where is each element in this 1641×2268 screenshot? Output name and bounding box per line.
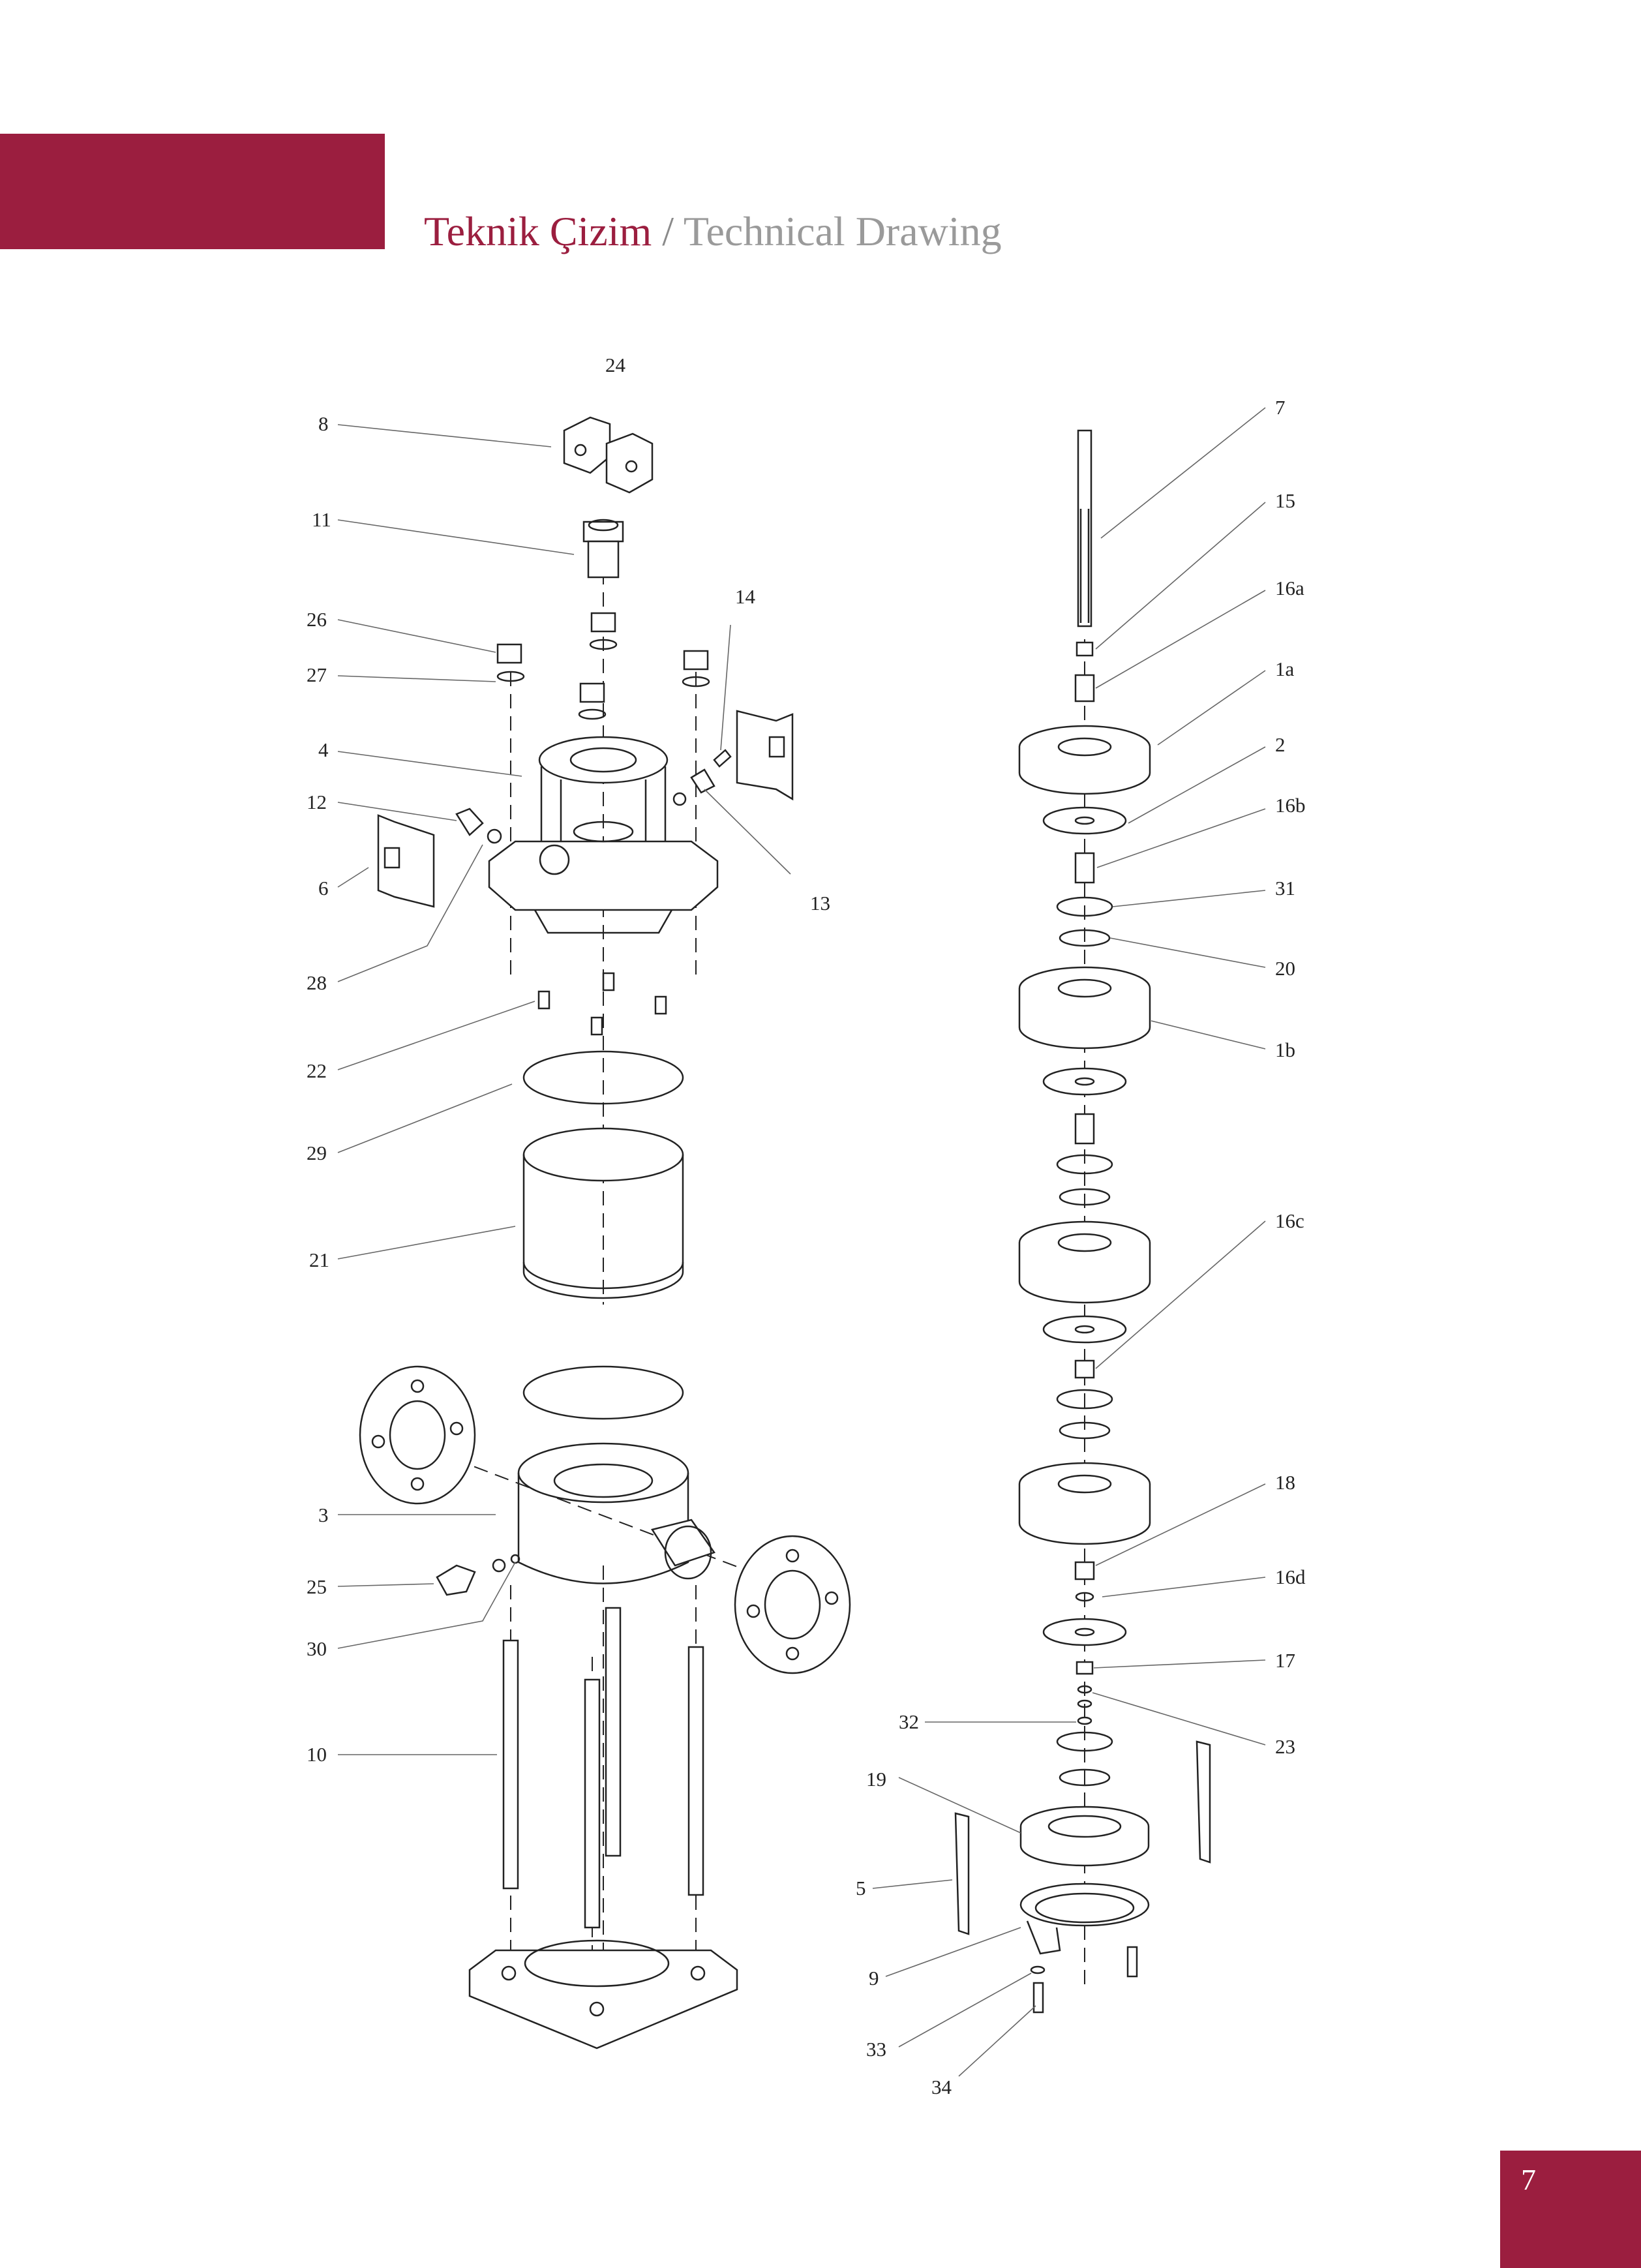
callout-6: 6 bbox=[318, 877, 329, 900]
callout-19: 19 bbox=[866, 1768, 886, 1791]
part-8-coupling bbox=[563, 416, 654, 494]
part-21-outer-sleeve bbox=[522, 1127, 684, 1299]
callout-16a: 16a bbox=[1275, 577, 1304, 599]
callout-2: 2 bbox=[1275, 733, 1286, 756]
page-number: 7 bbox=[1521, 2163, 1536, 2196]
right-leader-lines bbox=[872, 407, 1266, 2077]
header-accent-band bbox=[0, 134, 385, 249]
bottom-screws bbox=[1030, 1946, 1138, 2014]
callout-30: 30 bbox=[307, 1637, 327, 1660]
impellers bbox=[1042, 806, 1127, 1646]
callout-18: 18 bbox=[1275, 1471, 1295, 1494]
part-22-studs bbox=[537, 972, 667, 1036]
part-5-straps bbox=[954, 1740, 1211, 1935]
page-title: Teknik Çizim / Technical Drawing bbox=[424, 207, 1002, 256]
callout-8: 8 bbox=[318, 412, 329, 435]
part-29-o-ring bbox=[522, 1050, 684, 1105]
callout-28: 28 bbox=[307, 971, 327, 994]
callout-1a: 1a bbox=[1275, 658, 1295, 680]
callout-16b: 16b bbox=[1275, 794, 1306, 817]
callout-34: 34 bbox=[931, 2076, 952, 2098]
callout-32: 32 bbox=[899, 1710, 919, 1733]
callout-9: 9 bbox=[869, 1967, 879, 1989]
callout-7: 7 bbox=[1275, 396, 1286, 419]
callout-25: 25 bbox=[307, 1575, 327, 1598]
spacers bbox=[1074, 641, 1095, 1725]
callout-3: 3 bbox=[318, 1504, 329, 1526]
callout-31: 31 bbox=[1275, 877, 1295, 900]
callout-14: 14 bbox=[735, 585, 756, 608]
callout-20: 20 bbox=[1275, 957, 1295, 980]
part-7-shaft bbox=[1077, 429, 1092, 627]
drain-plug bbox=[436, 1554, 520, 1596]
base-plate bbox=[468, 1939, 738, 2049]
coupling-guards bbox=[377, 710, 794, 908]
callout-17: 17 bbox=[1275, 1649, 1295, 1672]
bottom-chamber bbox=[1019, 1806, 1150, 1955]
plugs-and-vents bbox=[455, 749, 732, 844]
callout-4: 4 bbox=[318, 738, 329, 761]
callout-22: 22 bbox=[307, 1059, 327, 1082]
nuts-and-washers bbox=[496, 612, 710, 720]
part-11-adapter bbox=[582, 519, 624, 579]
title-english: Technical Drawing bbox=[683, 208, 1002, 254]
callout-16c: 16c bbox=[1275, 1209, 1304, 1232]
callout-1b: 1b bbox=[1275, 1038, 1295, 1061]
part-4-motor-stool bbox=[488, 736, 719, 934]
callout-24: 24 bbox=[605, 354, 626, 376]
lower-o-ring bbox=[522, 1365, 684, 1420]
callout-27: 27 bbox=[307, 663, 327, 686]
left-leader-lines bbox=[337, 424, 791, 1755]
callout-15: 15 bbox=[1275, 489, 1295, 512]
callout-11: 11 bbox=[312, 508, 331, 531]
stage-chambers bbox=[1018, 725, 1151, 1545]
callout-23: 23 bbox=[1275, 1735, 1295, 1758]
title-separator: / bbox=[652, 208, 684, 254]
callout-29: 29 bbox=[307, 1142, 327, 1164]
callout-21: 21 bbox=[309, 1248, 329, 1271]
callout-13: 13 bbox=[810, 892, 830, 915]
seal-rings bbox=[1056, 896, 1113, 1787]
part-3-pump-base bbox=[359, 1365, 851, 1674]
part-10-tie-rods bbox=[502, 1607, 704, 1929]
callout-33: 33 bbox=[866, 2038, 886, 2061]
callout-labels: 24 8 11 26 27 14 4 12 6 13 28 22 29 21 3… bbox=[307, 354, 1306, 2098]
title-turkish: Teknik Çizim bbox=[424, 208, 652, 254]
page-number-box: 7 bbox=[1500, 2151, 1641, 2268]
callout-5: 5 bbox=[856, 1877, 866, 1899]
callout-12: 12 bbox=[307, 791, 327, 813]
callout-16d: 16d bbox=[1275, 1565, 1306, 1588]
callout-10: 10 bbox=[307, 1743, 327, 1766]
callout-26: 26 bbox=[307, 608, 327, 631]
